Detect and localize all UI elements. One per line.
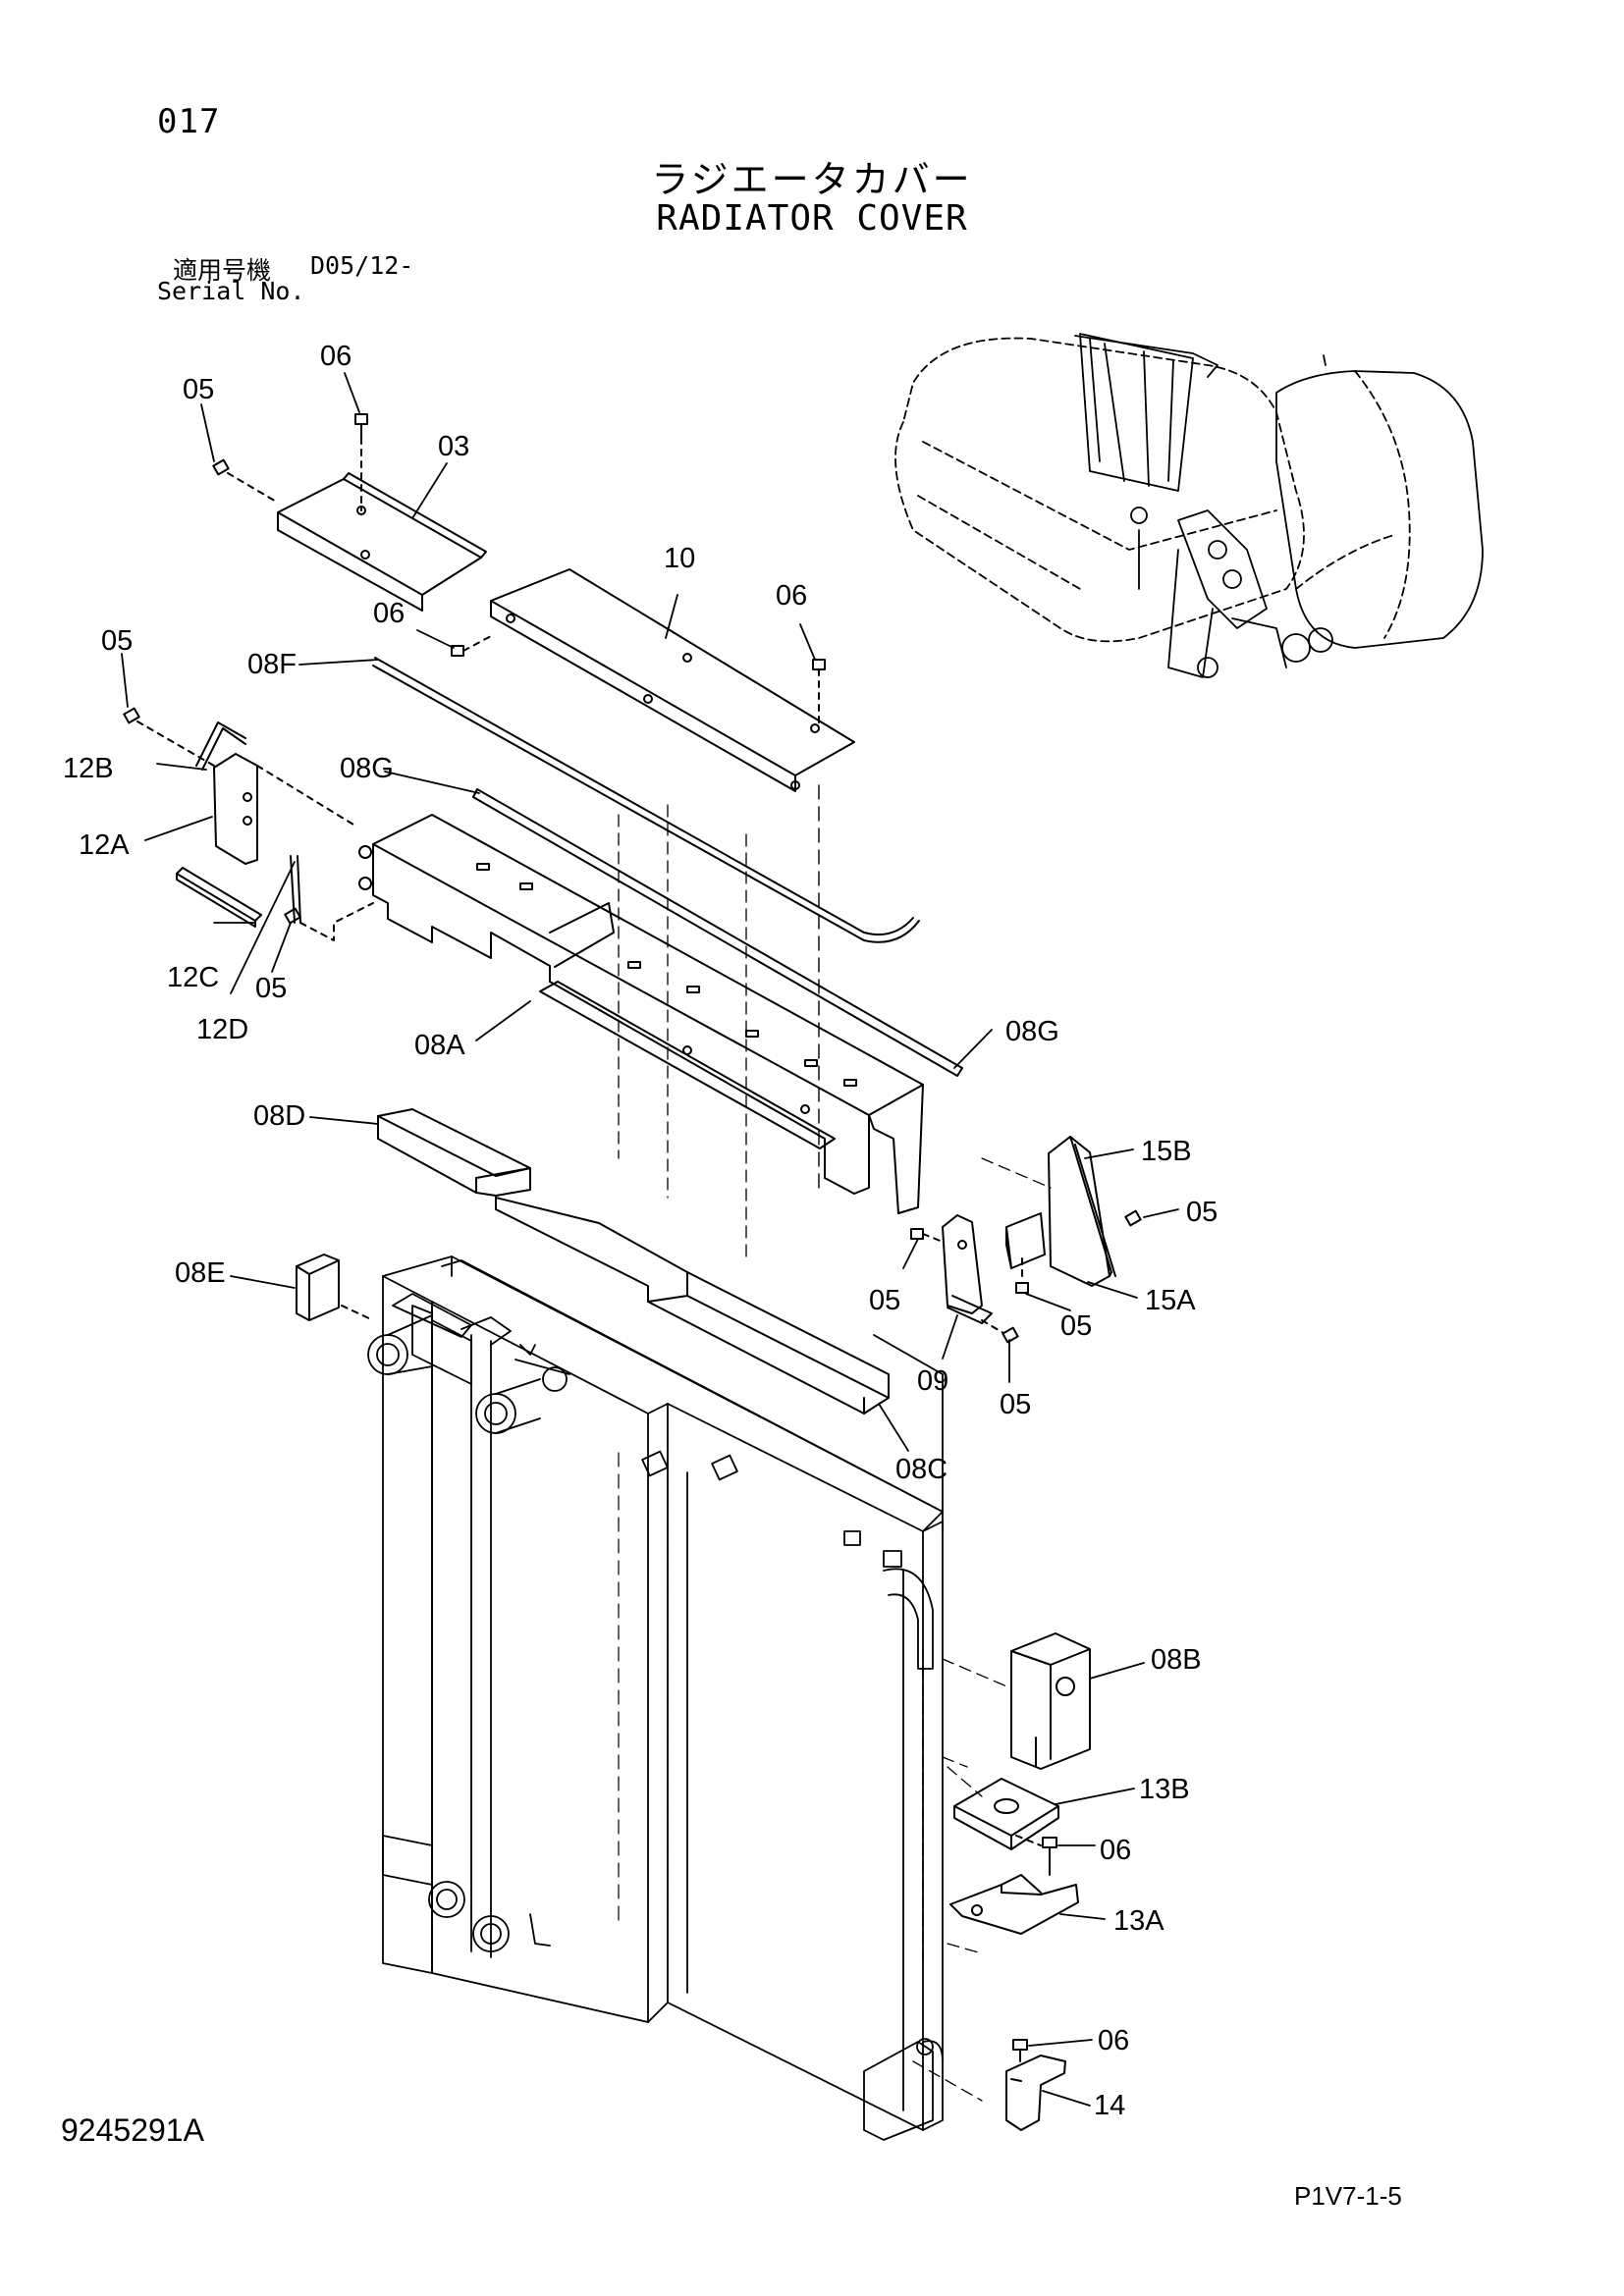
bolt-06-13 [1015, 1835, 1057, 1876]
page-title: RADIATOR COVER [656, 198, 968, 239]
radiator-core-assembly [367, 1255, 944, 2141]
callout-15B: 15B [1141, 1136, 1192, 1167]
part-08E-block [296, 1254, 374, 1321]
callout-15A: 15A [1145, 1285, 1196, 1316]
part-13A-bracket [949, 1874, 1079, 1935]
callout-08C: 08C [895, 1454, 947, 1485]
callout-05-12-group: 05 [255, 973, 287, 1004]
part-08G-seal-strip [472, 788, 963, 1077]
part-03-cover-plate [277, 472, 487, 612]
part-15B-cover [1048, 1136, 1116, 1287]
part-12C-strip [176, 867, 262, 928]
callout-06-mid-right: 06 [776, 580, 807, 612]
callout-06-13: 06 [1100, 1835, 1131, 1866]
callout-05-left: 05 [101, 625, 133, 657]
page-title-japanese: ラジエータカバー [651, 158, 973, 201]
serial-label-japanese: 適用号機 [173, 256, 272, 285]
part-08C-foam-strip [495, 1195, 890, 1415]
callout-06-mid-left: 06 [373, 598, 405, 629]
part-08A-frame-bracket [358, 814, 924, 1214]
callout-06-top: 06 [320, 341, 352, 372]
callout-08F: 08F [247, 649, 297, 680]
callout-13A: 13A [1113, 1905, 1164, 1937]
callout-05-top: 05 [183, 374, 214, 405]
callout-06-14: 06 [1098, 2025, 1129, 2056]
part-08D-foam-strip [377, 1108, 531, 1197]
callout-05-09c: 05 [1000, 1389, 1031, 1420]
bolt-06-mid-left [451, 635, 492, 657]
page-reference: P1V7-1-5 [1294, 2181, 1402, 2211]
callout-labels: 06 05 03 10 06 06 05 08F 12B 08G 12A 12C… [63, 341, 1218, 2121]
callout-12A: 12A [79, 829, 130, 861]
bolt-05-15 [1124, 1209, 1142, 1227]
callout-08G-top: 08G [340, 753, 394, 784]
bolt-06-mid-right [812, 659, 826, 1189]
assembly-guide-lines [618, 804, 1052, 2102]
part-08F-seal [372, 657, 920, 943]
bolt-05-09 [910, 1228, 944, 1243]
serial-label: Serial No. [157, 277, 305, 305]
bolt-06-14 [1012, 2039, 1028, 2062]
part-09-bracket [942, 1214, 993, 1324]
callout-03: 03 [438, 431, 469, 462]
bolt-05-top [212, 458, 279, 504]
callout-12B: 12B [63, 753, 114, 784]
machine-overview-illustration [894, 333, 1484, 678]
callout-08E: 08E [175, 1257, 226, 1289]
part-08B-foam-block [1010, 1632, 1091, 1770]
bolt-05-left [123, 707, 215, 767]
callout-08G-right: 08G [1005, 1016, 1059, 1047]
part-15A-plate [1005, 1212, 1046, 1269]
callout-08B: 08B [1151, 1644, 1202, 1676]
bolt-06-top [354, 413, 368, 511]
callout-05-09b: 05 [1060, 1310, 1092, 1342]
page-number: 017 [157, 102, 221, 141]
serial-number-value: D05/12- [310, 251, 414, 280]
callout-13B: 13B [1139, 1774, 1190, 1805]
callout-12D: 12D [196, 1014, 248, 1045]
callout-09: 09 [917, 1365, 948, 1397]
bolt-05-09c [981, 1319, 1019, 1344]
callout-leader-lines [121, 372, 1179, 2107]
callout-05-09: 05 [869, 1285, 900, 1316]
part-12B-rod [195, 721, 246, 771]
callout-08D: 08D [253, 1100, 305, 1132]
callout-10: 10 [664, 543, 695, 574]
callout-12C: 12C [167, 962, 219, 993]
part-12A-bracket [213, 753, 354, 865]
part-13B-pad [953, 1778, 1059, 1850]
bolt-05-09b [1015, 1255, 1029, 1294]
callout-08A: 08A [414, 1030, 465, 1061]
callout-05-15: 05 [1186, 1197, 1218, 1228]
bolt-05-12-group [284, 902, 374, 941]
document-id: 9245291A [61, 2112, 204, 2148]
part-10-upper-plate [490, 568, 855, 792]
part-14-bracket [1005, 2055, 1066, 2131]
callout-14: 14 [1094, 2090, 1125, 2121]
